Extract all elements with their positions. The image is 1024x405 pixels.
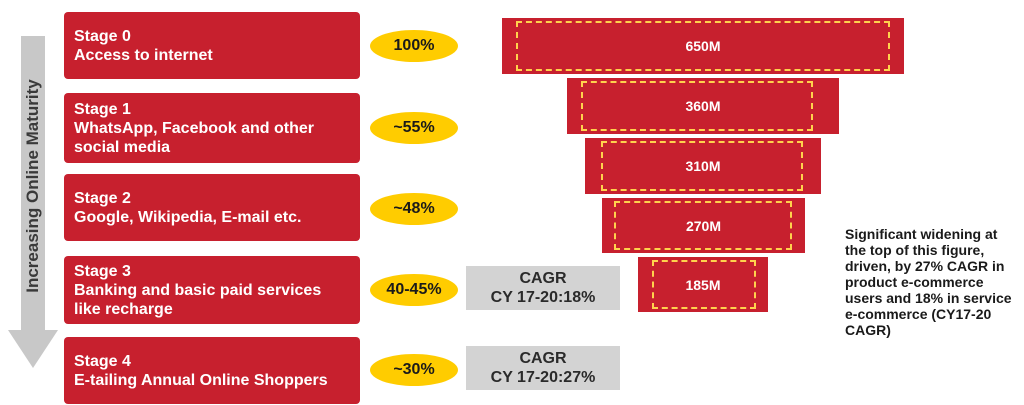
funnel-value: 185M (685, 276, 721, 293)
funnel-bar-stage-2: 310M (585, 138, 821, 194)
funnel-dashed-outline (614, 201, 792, 250)
arrow-label: Increasing Online Maturity (23, 79, 42, 293)
stage-2-box: Stage 2 Google, Wikipedia, E-mail etc. (64, 174, 360, 241)
funnel-value: 650M (685, 38, 721, 54)
stage-title: Stage 3 (74, 262, 131, 280)
stage-desc: Access to internet (74, 46, 213, 64)
stage-desc: Google, Wikipedia, E-mail etc. (74, 208, 302, 226)
funnel-value: 310M (685, 158, 721, 174)
funnel-value: 270M (685, 217, 722, 234)
pct-badge-stage-2: ~48% (370, 193, 458, 225)
arrow-head (8, 330, 58, 368)
funnel-dashed-outline (581, 81, 813, 131)
stage-desc: Banking and basic paid services like rec… (74, 281, 322, 318)
arrow-shaft (21, 36, 45, 332)
funnel-dashed-outline (601, 141, 803, 191)
cagr-box-stage-4: CAGR CY 17-20:27% (466, 346, 620, 390)
funnel-dashed-outline (516, 21, 890, 71)
pct-badge-stage-4: ~30% (370, 354, 458, 386)
funnel-bar-stage-3: 270M (602, 198, 805, 253)
pct-badge-stage-3: 40-45% (370, 274, 458, 306)
stage-0-box: Stage 0 Access to internet (64, 12, 360, 79)
cagr-value: CY 17-20:18% (490, 289, 596, 306)
cagr-value: CY 17-20:27% (490, 369, 596, 386)
pct-badge-stage-0: 100% (370, 30, 458, 62)
cagr-box-stage-3: CAGR CY 17-20:18% (466, 266, 620, 310)
side-note: Significant widening at the top of this … (845, 226, 1012, 338)
stage-desc: E-tailing Annual Online Shoppers (74, 371, 328, 389)
pct-badge-stage-1: ~55% (370, 112, 458, 144)
stage-3-box: Stage 3 Banking and basic paid services … (64, 256, 360, 324)
stage-4-box: Stage 4 E-tailing Annual Online Shoppers (64, 337, 360, 404)
stage-title: Stage 2 (74, 189, 131, 207)
funnel-dashed-outline (652, 260, 756, 309)
funnel-value: 360M (685, 98, 721, 114)
stage-1-box: Stage 1 WhatsApp, Facebook and other soc… (64, 93, 360, 163)
cagr-label: CAGR (519, 270, 567, 287)
cagr-label: CAGR (519, 350, 567, 367)
stage-title: Stage 0 (74, 27, 131, 45)
stage-desc: WhatsApp, Facebook and other social medi… (74, 119, 315, 156)
maturity-arrow: Increasing Online Maturity (8, 36, 58, 368)
funnel-bar-stage-4: 185M (638, 257, 768, 312)
stage-title: Stage 1 (74, 100, 131, 118)
funnel-bar-stage-1: 360M (567, 78, 839, 134)
funnel-bar-stage-0: 650M (502, 18, 904, 74)
stage-title: Stage 4 (74, 352, 131, 370)
